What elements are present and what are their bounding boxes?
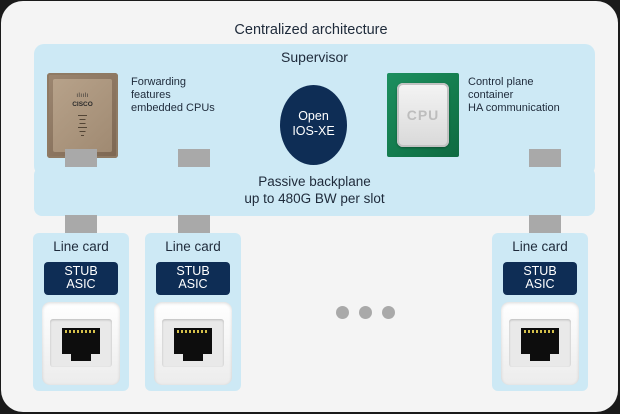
stub-asic-line-2: ASIC [178, 277, 208, 291]
connector-sup-2 [178, 149, 210, 168]
cpu-chip-icon: CPU [387, 73, 459, 157]
cpu-chip-label: CPU [406, 107, 440, 123]
stub-asic-line-2: ASIC [525, 277, 555, 291]
os-badge-line-1: Open [298, 109, 329, 123]
cisco-logo-text: CISCO [72, 101, 93, 108]
forwarding-line-1: Forwarding [131, 76, 187, 88]
control-plane-description: Control plane container HA communication [468, 76, 560, 115]
forwarding-line-2: features [131, 89, 171, 101]
rj45-port-icon [154, 302, 232, 385]
stub-asic-badge: STUB ASIC [503, 262, 577, 295]
stub-asic-line-1: STUB [176, 264, 210, 278]
line-card-title: Line card [512, 239, 568, 254]
passive-backplane-box: Passive backplane up to 480G BW per slot [34, 167, 595, 216]
connector-lc-1 [65, 215, 97, 234]
supervisor-label: Supervisor [281, 49, 348, 65]
line-card: Line card STUB ASIC [145, 233, 241, 391]
open-ios-xe-badge: Open IOS-XE [280, 85, 347, 165]
line-card-title: Line card [53, 239, 109, 254]
stub-asic-badge: STUB ASIC [156, 262, 230, 295]
control-plane-line-1: Control plane [468, 76, 534, 88]
stub-asic-line-1: STUB [523, 264, 557, 278]
rj45-port-icon [501, 302, 579, 385]
backplane-text: Passive backplane up to 480G BW per slot [34, 173, 595, 207]
line-card-title: Line card [165, 239, 221, 254]
backplane-line-1: Passive backplane [258, 174, 371, 189]
chip-markings: ▬▬▬▬▬▬▬▬▬▬▬▬▬ [78, 113, 87, 137]
line-card: Line card STUB ASIC [33, 233, 129, 391]
forwarding-line-3: embedded CPUs [131, 102, 215, 114]
connector-sup-1 [65, 149, 97, 168]
connector-sup-3 [529, 149, 561, 168]
backplane-line-2: up to 480G BW per slot [244, 191, 385, 206]
stub-asic-badge: STUB ASIC [44, 262, 118, 295]
ellipsis-dot [359, 306, 372, 319]
stub-asic-line-2: ASIC [66, 277, 96, 291]
connector-lc-2 [178, 215, 210, 234]
cisco-asic-chip-icon: ılıılı CISCO ▬▬▬▬▬▬▬▬▬▬▬▬▬ [47, 73, 118, 158]
forwarding-description: Forwarding features embedded CPUs [131, 76, 215, 115]
rj45-port-icon [42, 302, 120, 385]
stub-asic-line-1: STUB [64, 264, 98, 278]
ellipsis-dot [336, 306, 349, 319]
line-card: Line card STUB ASIC [492, 233, 588, 391]
diagram-title: Centralized architecture [234, 22, 388, 38]
supervisor-box: Supervisor ılıılı CISCO ▬▬▬▬▬▬▬▬▬▬▬▬▬ Fo… [34, 44, 595, 176]
ellipsis-dot [382, 306, 395, 319]
os-badge-line-2: IOS-XE [292, 124, 335, 138]
control-plane-line-3: HA communication [468, 102, 560, 114]
control-plane-line-2: container [468, 89, 514, 101]
connector-lc-3 [529, 215, 561, 234]
cisco-logo-bars: ılıılı [76, 93, 89, 99]
